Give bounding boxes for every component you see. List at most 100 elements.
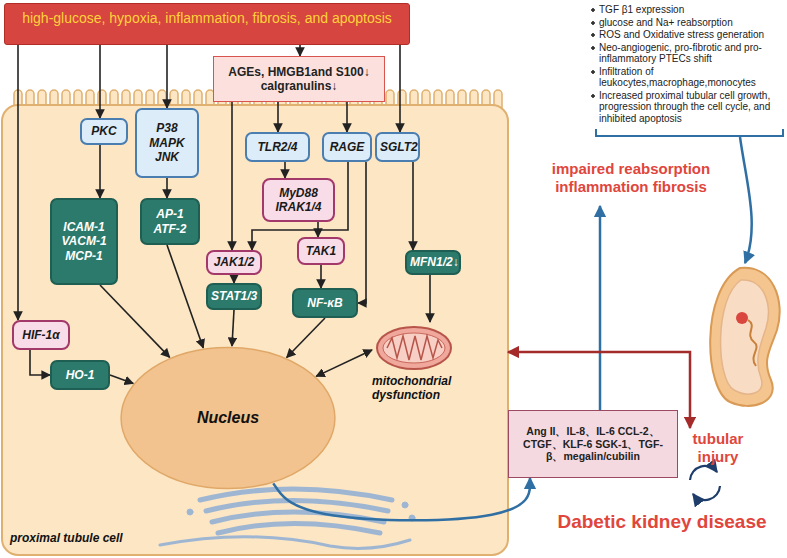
- node-text: NF-κB: [297, 296, 353, 310]
- arrow-connector: [287, 318, 325, 358]
- transcription-box: AP-1 ATF-2: [140, 198, 200, 245]
- node-text: HIF-1α: [17, 328, 65, 342]
- effector-box: HO-1: [50, 360, 110, 390]
- arrow-connector: [320, 265, 322, 288]
- node-text: SGLT2: [380, 140, 415, 154]
- node-text: Ang II、IL-8、IL-6 CCL-2、CTGF、KLF-6 SGK-1、…: [515, 425, 671, 463]
- vesicle: [187, 509, 193, 515]
- mitochondrion-picture: [372, 322, 462, 374]
- arrow-connector: [299, 45, 301, 56]
- kinase-box: JAK1/2: [206, 250, 262, 275]
- stimulus-banner: high-glucose, hypoxia, inflammation, fib…: [4, 3, 410, 45]
- glomerulus: [736, 312, 748, 324]
- node-text: TLR2/4: [250, 140, 305, 154]
- arrow-connector: [110, 375, 133, 383]
- arrow-connector: [273, 478, 530, 520]
- bullet-text: Increased proximal tubular cell growth, …: [590, 90, 785, 125]
- bullet-text: TGF β1 expression: [590, 4, 785, 16]
- transcription-box: STAT1/3: [206, 283, 262, 310]
- node-text: HO-1: [55, 368, 105, 382]
- arrow-connector: [100, 285, 170, 357]
- node-text: MyD88 IRAK1/4: [267, 186, 330, 215]
- arrow-connector: [99, 45, 101, 118]
- bullet-text: glucose and Na+ reabsorption: [590, 17, 785, 29]
- er-membrane: [160, 537, 410, 549]
- ligand-box: AGEs, HMGB1and S100↓ calgranulins↓: [213, 56, 385, 102]
- arrow-connector: [284, 162, 286, 178]
- kidney-outline: [710, 268, 779, 406]
- arrow-connector: [166, 45, 168, 108]
- arrow-connector: [231, 102, 233, 250]
- node-text: high-glucose, hypoxia, inflammation, fib…: [8, 10, 406, 27]
- transporter-box: SGLT2: [375, 132, 420, 162]
- bullet-text: Neo-angiogenic, pro-fibrotic and pro-inf…: [590, 42, 785, 65]
- node-text: AGEs, HMGB1and S100↓ calgranulins↓: [217, 65, 381, 94]
- mediator-box: Ang II、IL-8、IL-6 CCL-2、CTGF、KLF-6 SGK-1、…: [508, 410, 678, 478]
- arrow-connector: [399, 45, 401, 132]
- node-text: Dabetic kidney disease: [543, 511, 781, 534]
- arrow-connector: [30, 350, 50, 375]
- node-text: AP-1 ATF-2: [145, 207, 195, 236]
- kidney-illustration: [710, 268, 779, 406]
- nucleus: Nucleus: [120, 346, 336, 490]
- arrow-connector: [429, 275, 431, 322]
- node-text: ICAM-1 VACM-1 MCP-1: [55, 220, 113, 263]
- arrow-connector: [166, 178, 168, 198]
- effector-box: ICAM-1 VACM-1 MCP-1: [50, 198, 118, 285]
- arrow-connector: [167, 245, 203, 348]
- node-text: JAK1/2: [211, 255, 257, 269]
- node-text: tubular injury: [671, 430, 765, 466]
- arrow-connector: [358, 162, 366, 303]
- arrow-connector: [232, 310, 234, 346]
- outcome-text: tubular injury: [668, 428, 768, 468]
- receptor-box: TLR2/4: [245, 132, 310, 162]
- cycle-arrow: [690, 466, 717, 480]
- outcome-text: impaired reabsorption inflammation fibro…: [545, 150, 717, 206]
- mitochondrion: mitochondrial dysfunction: [372, 322, 508, 403]
- tubule: [748, 320, 757, 366]
- node-text: STAT1/3: [211, 289, 257, 303]
- adaptor-box: MyD88 IRAK1/4: [262, 178, 335, 222]
- kinase-box: P38 MAPK JNK: [135, 108, 199, 178]
- arrow-connector: [17, 45, 19, 320]
- vesicle: [402, 502, 408, 508]
- receptor-box: RAGE: [322, 132, 372, 162]
- node-text: Nucleus: [123, 408, 333, 427]
- golgi-cisterna: [218, 524, 380, 534]
- nucleus-outline: [121, 347, 335, 488]
- cristae: [387, 336, 442, 360]
- cell-body: [2, 105, 508, 555]
- factor-box: HIF-1α: [12, 320, 70, 350]
- bullet-list: TGF β1 expressionglucose and Na+ reabsor…: [590, 4, 785, 125]
- brace-line: [596, 129, 783, 136]
- node-text: P38 MAPK JNK: [140, 121, 194, 164]
- bullet-text: Infiltration of leukocytes,macrophage,mo…: [590, 66, 785, 89]
- transcription-box: NF-κB: [292, 288, 358, 318]
- kidney-cortex: [721, 280, 769, 394]
- node-text: proximal tubule cell: [10, 531, 123, 545]
- node-text: TAK1: [302, 244, 340, 258]
- bracket: [596, 129, 783, 263]
- arrow-connector: [316, 350, 372, 376]
- bullet-text: ROS and Oxidative stress generation: [590, 29, 785, 41]
- arrow-connector: [346, 102, 348, 132]
- node-text: impaired reabsorption inflammation fibro…: [548, 160, 714, 196]
- cycle-arrows: [690, 466, 720, 500]
- inner-membrane: [383, 333, 445, 363]
- golgi-cisterna: [212, 512, 384, 522]
- cycle-arrow: [693, 486, 720, 500]
- node-text: RAGE: [327, 140, 367, 154]
- outer-membrane: [377, 327, 451, 369]
- disease-text: Dabetic kidney disease: [540, 506, 784, 538]
- node-text: mitochondrial dysfunction: [372, 374, 508, 403]
- arrow-connector: [277, 102, 279, 132]
- arrow-connector: [412, 162, 414, 250]
- arrow-connector: [599, 206, 602, 410]
- kinase-box: TAK1: [297, 237, 345, 265]
- effector-box: MFN1/2↓: [405, 250, 461, 275]
- arrow-connector: [233, 275, 235, 283]
- kinase-box: PKC: [80, 118, 128, 145]
- node-text: PKC: [85, 124, 123, 138]
- arrow-connector: [99, 145, 101, 198]
- bracket-arrow: [740, 137, 752, 263]
